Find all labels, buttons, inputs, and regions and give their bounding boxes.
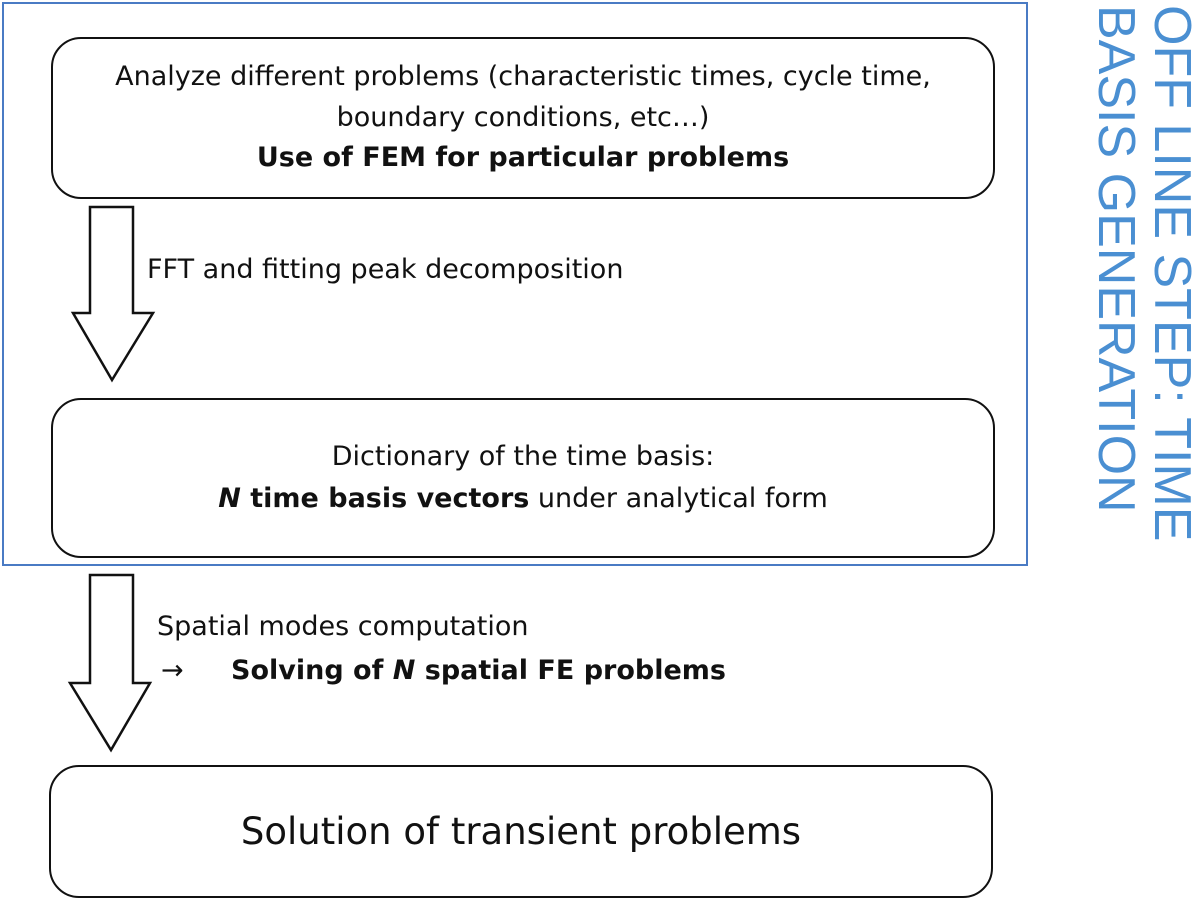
dictionary-n: N [218, 483, 241, 514]
down-arrow-1 [70, 205, 156, 383]
solving-post: spatial FE problems [415, 655, 726, 686]
analyze-line-3: Use of FEM for particular problems [256, 142, 790, 174]
solving-pre: Solving of [231, 655, 393, 686]
solving-n: N [392, 655, 416, 686]
analyze-line-2: boundary conditions, etc…) [336, 101, 710, 133]
analyze-line-1: Analyze different problems (characterist… [115, 61, 931, 93]
dictionary-tail: under analytical form [529, 483, 828, 514]
down-arrow-2 [67, 573, 153, 753]
side-title-line-2: BASIS GENERATION [1087, 5, 1145, 513]
solving-label: → Solving of N spatial FE problems [161, 655, 726, 686]
side-title-line-1: OFF LINE STEP: TIME [1143, 5, 1200, 542]
offline-step-frame [2, 2, 1028, 566]
spatial-modes-label: Spatial modes computation [157, 611, 529, 642]
analyze-problems-box: Analyze different problems (characterist… [51, 37, 995, 199]
dictionary-line-1: Dictionary of the time basis: [331, 441, 715, 473]
fft-step-label: FFT and fitting peak decomposition [147, 254, 624, 285]
solution-text: Solution of transient problems [240, 810, 802, 853]
solution-box: Solution of transient problems [49, 765, 993, 898]
dictionary-emph: time basis vectors [240, 483, 530, 514]
side-title: OFF LINE STEP: TIME BASIS GENERATION [1087, 5, 1200, 542]
dictionary-box: Dictionary of the time basis: N time bas… [51, 398, 995, 558]
dictionary-line-2: N time basis vectors under analytical fo… [218, 478, 828, 520]
right-arrow-icon: → [161, 655, 184, 686]
